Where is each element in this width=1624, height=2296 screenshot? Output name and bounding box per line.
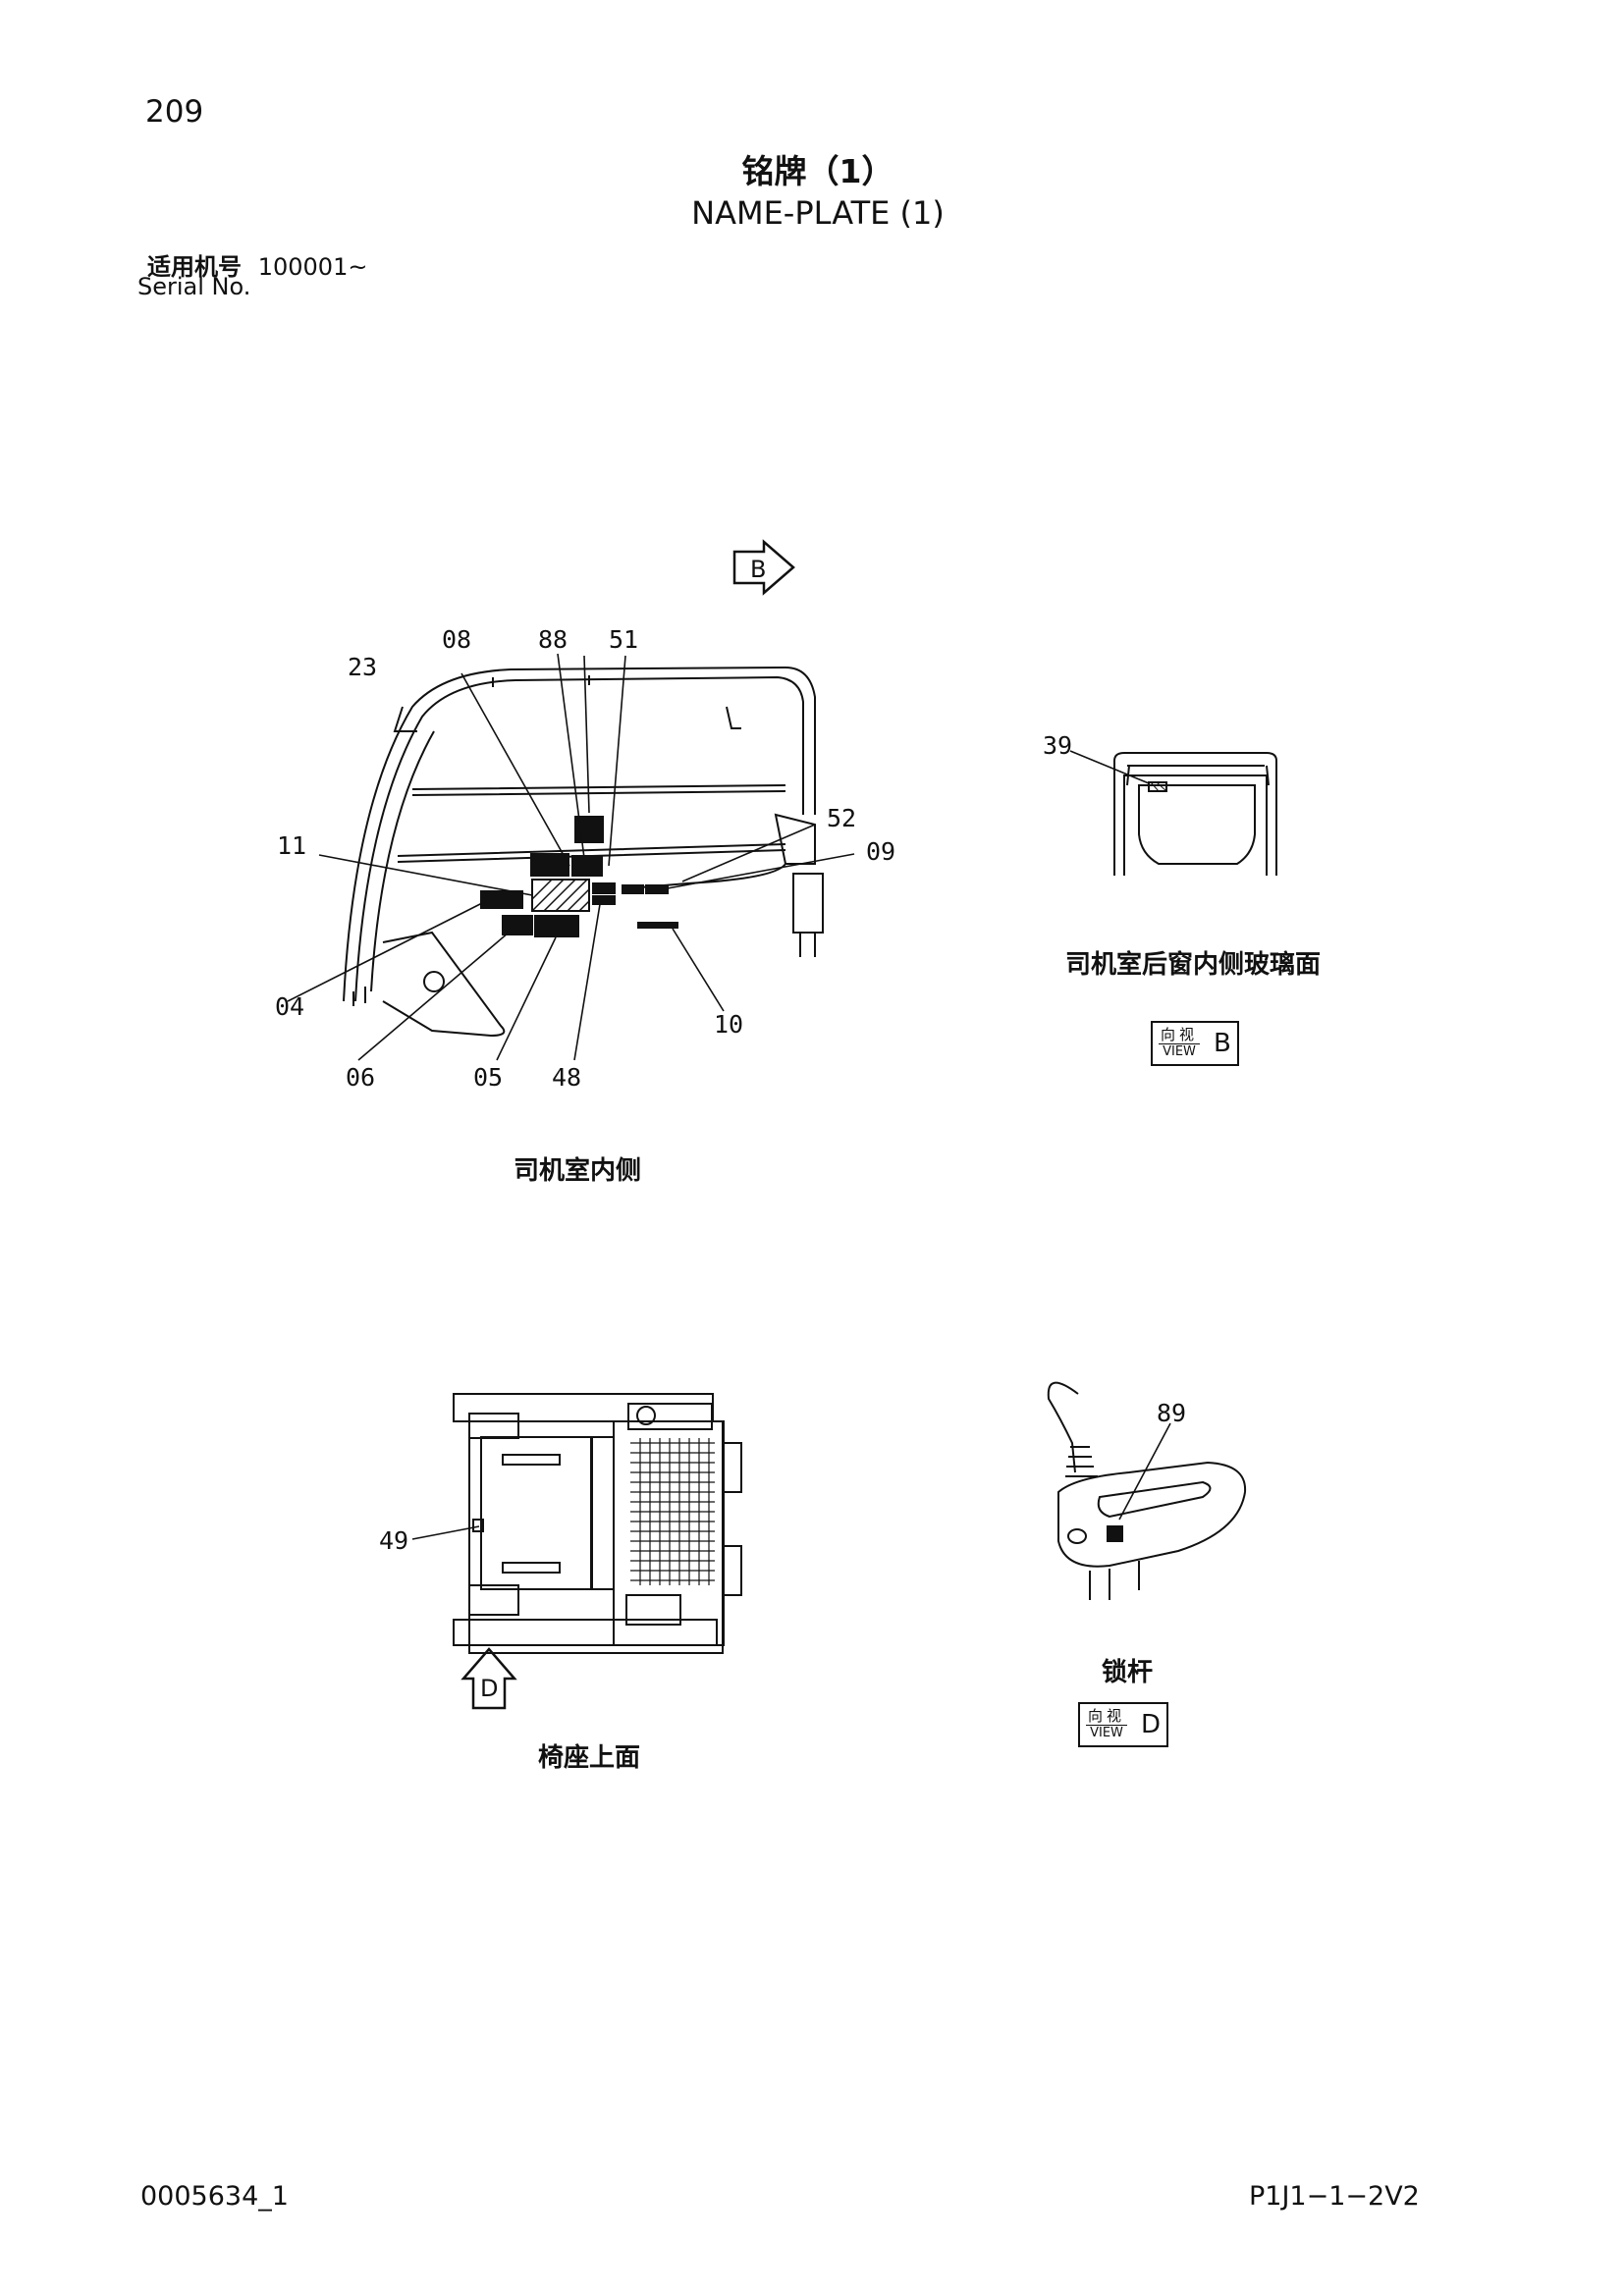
callout-09: 09 bbox=[866, 837, 895, 866]
footer-part-code: P1J1−1−2V2 bbox=[1249, 2181, 1420, 2212]
callout-08: 08 bbox=[442, 625, 471, 654]
callout-05: 05 bbox=[473, 1063, 503, 1092]
seat-top-drawing bbox=[411, 1393, 742, 1654]
serial-label-cn: 适用机号 bbox=[147, 253, 242, 281]
rear-window-drawing bbox=[1069, 750, 1277, 876]
caption-lock-lever: 锁杆 bbox=[1101, 1658, 1153, 1687]
callout-49: 49 bbox=[379, 1526, 408, 1555]
view-b-arrow bbox=[732, 539, 795, 596]
page-title-cn: 铭牌（1） bbox=[741, 152, 894, 190]
callout-89: 89 bbox=[1157, 1399, 1186, 1427]
callout-88: 88 bbox=[538, 625, 568, 654]
callout-51: 51 bbox=[609, 625, 638, 654]
page-number: 209 bbox=[145, 94, 204, 130]
callout-10: 10 bbox=[714, 1010, 743, 1039]
view-label-b-en: VIEW bbox=[1163, 1044, 1196, 1059]
serial-value: 100001~ bbox=[257, 253, 368, 281]
view-label-b-cn: 向视 bbox=[1159, 1026, 1201, 1044]
footer-doc-id: 0005634_1 bbox=[140, 2181, 289, 2212]
serial-label-en: Serial No. bbox=[137, 273, 251, 300]
seat-grid bbox=[630, 1438, 715, 1585]
view-label-d: 向视 VIEW D bbox=[1078, 1702, 1169, 1747]
view-label-b-stack: 向视 VIEW bbox=[1153, 1027, 1206, 1060]
view-label-b-letter: B bbox=[1214, 1029, 1231, 1058]
view-d-arrow bbox=[460, 1647, 517, 1710]
hatched-plate bbox=[531, 879, 590, 912]
callout-52: 52 bbox=[827, 804, 856, 832]
view-label-d-stack: 向视 VIEW bbox=[1080, 1708, 1133, 1741]
callout-23: 23 bbox=[348, 653, 377, 681]
caption-rear-window: 司机室后窗内侧玻璃面 bbox=[1064, 950, 1321, 980]
view-d-letter: D bbox=[480, 1675, 498, 1702]
callout-48: 48 bbox=[552, 1063, 581, 1092]
nameplate-group bbox=[480, 816, 678, 937]
callout-04: 04 bbox=[275, 992, 304, 1021]
page-title-en: NAME-PLATE (1) bbox=[691, 194, 945, 232]
view-label-d-en: VIEW bbox=[1090, 1726, 1123, 1740]
callout-11: 11 bbox=[277, 831, 306, 860]
view-label-b: 向视 VIEW B bbox=[1151, 1021, 1239, 1066]
serial-row: 适用机号 100001~ bbox=[147, 247, 367, 282]
caption-cab-inside: 司机室内侧 bbox=[513, 1156, 641, 1186]
lock-lever-drawing bbox=[1047, 1381, 1247, 1600]
leader-lines bbox=[287, 653, 855, 1061]
view-label-d-cn: 向视 bbox=[1086, 1707, 1128, 1726]
caption-seat-top: 椅座上面 bbox=[537, 1743, 640, 1773]
view-label-d-letter: D bbox=[1141, 1710, 1162, 1739]
callout-39: 39 bbox=[1043, 731, 1072, 760]
view-b-letter: B bbox=[750, 556, 766, 583]
callout-06: 06 bbox=[346, 1063, 375, 1092]
lock-lever-plate bbox=[1107, 1525, 1123, 1542]
cab-interior-drawing bbox=[343, 666, 824, 1038]
